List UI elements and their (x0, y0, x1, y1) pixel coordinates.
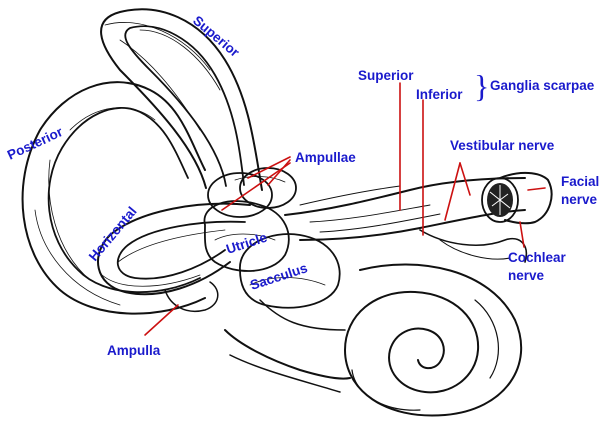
label-facial-nerve-2: nerve (561, 192, 598, 207)
label-sacculus: Sacculus (248, 260, 309, 293)
leader-ampulla (145, 305, 178, 335)
brace-icon: } (474, 68, 489, 104)
label-ampullae: Ampullae (295, 150, 356, 165)
label-cochlear-nerve-1: Cochlear (508, 250, 567, 265)
label-utricle: Utricle (224, 229, 269, 256)
label-vestibular-nerve: Vestibular nerve (450, 138, 555, 153)
nerve-bundle-drawing (285, 173, 552, 240)
label-ganglia-inferior: Inferior (416, 87, 463, 102)
leader-vestibular-1 (445, 163, 460, 220)
label-facial-nerve-1: Facial (561, 174, 599, 189)
label-ganglia-superior: Superior (358, 68, 414, 83)
leader-facial (528, 188, 545, 190)
label-cochlear-nerve-2: nerve (508, 268, 545, 283)
label-ampulla: Ampulla (107, 343, 161, 358)
cochlea-drawing (225, 230, 526, 416)
posterior-canal-drawing (23, 82, 205, 313)
label-ganglia-scarpae: Ganglia scarpae (490, 78, 595, 93)
label-horizontal-canal: Horizontal (86, 204, 140, 264)
leader-vestibular-2 (460, 163, 470, 195)
